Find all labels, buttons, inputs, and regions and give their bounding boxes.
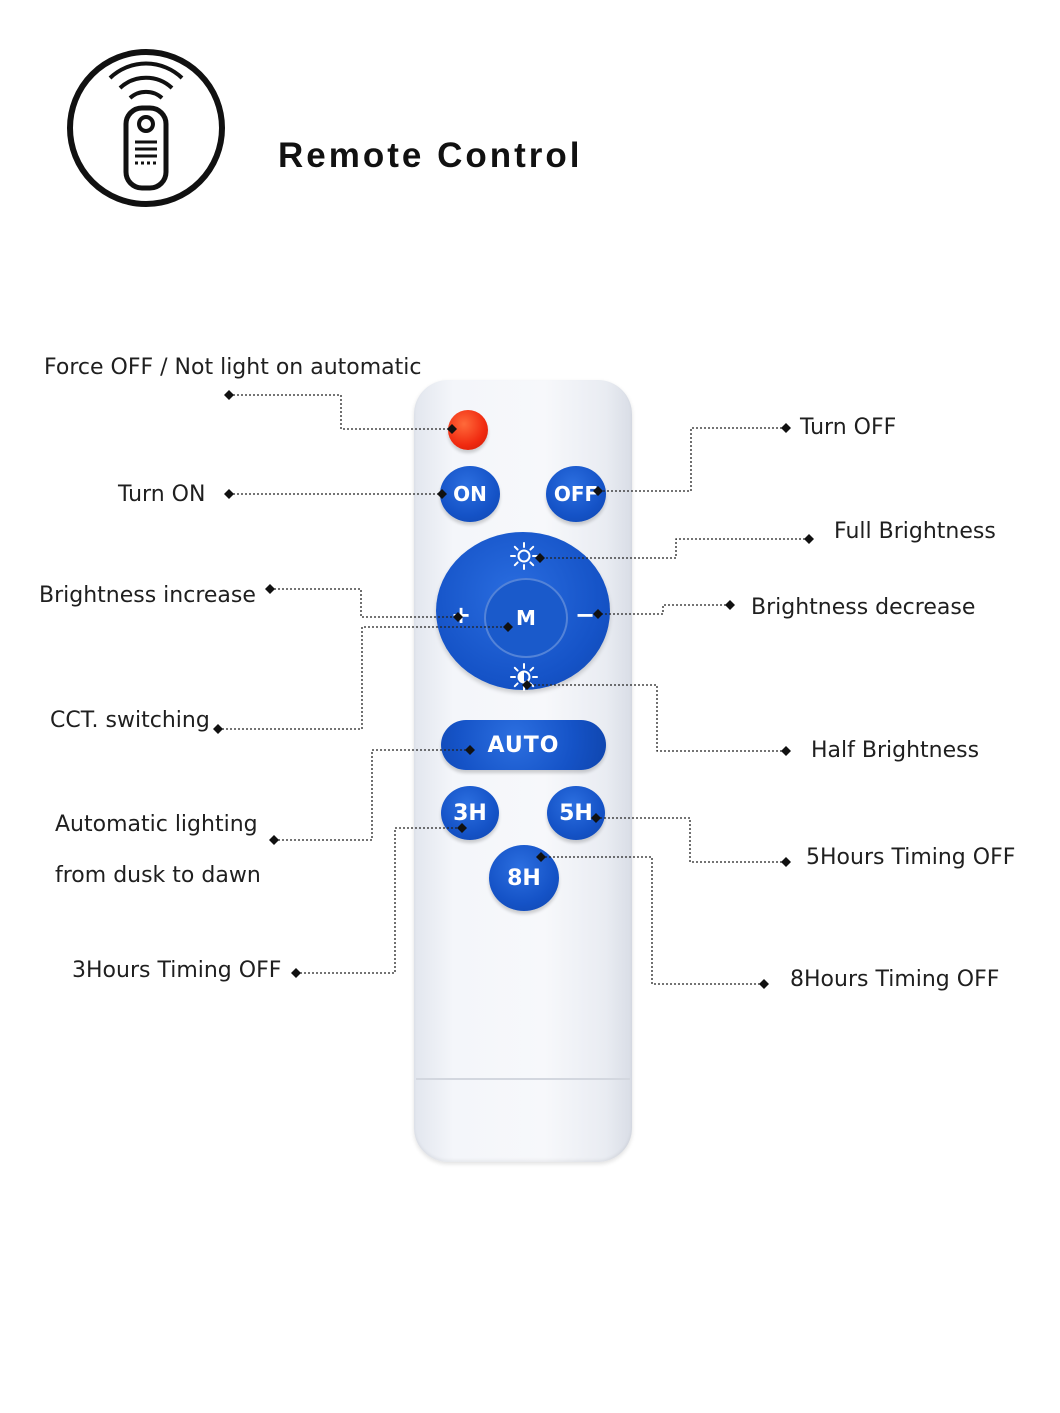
marker	[447, 424, 457, 434]
label-3h-timing: 3Hours Timing OFF	[72, 958, 282, 983]
timer-8h-button[interactable]: 8H	[489, 845, 559, 911]
minus-button[interactable]: −	[574, 601, 596, 629]
marker	[781, 423, 791, 433]
timer-3h-button[interactable]: 3H	[441, 786, 499, 840]
marker	[781, 746, 791, 756]
marker	[759, 979, 769, 989]
marker	[453, 612, 463, 622]
remote-control-icon	[67, 49, 225, 207]
leader-cct	[218, 626, 508, 730]
label-turn-on: Turn ON	[118, 482, 206, 507]
marker	[591, 813, 601, 823]
marker	[536, 852, 546, 862]
mode-button[interactable]: M	[484, 578, 568, 658]
marker	[725, 600, 735, 610]
marker	[593, 486, 603, 496]
label-auto-line2: from dusk to dawn	[55, 863, 261, 888]
leader-turn-off	[598, 427, 786, 492]
marker	[503, 622, 513, 632]
label-auto-line1: Automatic lighting	[55, 812, 258, 837]
label-brightness-increase: Brightness increase	[39, 583, 256, 608]
on-button[interactable]: ON	[440, 466, 500, 522]
label-5h-timing: 5Hours Timing OFF	[806, 845, 1016, 870]
label-brightness-decrease: Brightness decrease	[751, 595, 976, 620]
leader-8h	[541, 856, 764, 985]
marker	[437, 489, 447, 499]
label-turn-off: Turn OFF	[800, 415, 897, 440]
auto-button[interactable]: AUTO	[441, 720, 606, 770]
marker	[593, 609, 603, 619]
marker	[224, 489, 234, 499]
label-8h-timing: 8Hours Timing OFF	[790, 967, 1000, 992]
leader-brightness-decrease	[598, 604, 730, 615]
leader-full-brightness	[540, 538, 809, 559]
label-force-off: Force OFF / Not light on automatic	[44, 355, 422, 380]
leader-brightness-increase	[270, 588, 458, 618]
leader-3h	[296, 827, 462, 974]
leader-half-brightness	[527, 684, 786, 752]
marker	[213, 724, 223, 734]
label-half-brightness: Half Brightness	[811, 738, 980, 763]
leader-auto	[274, 749, 470, 841]
page-title: Remote Control	[278, 136, 583, 175]
half-sun-icon[interactable]	[509, 662, 539, 692]
marker	[804, 534, 814, 544]
leader-5h	[596, 817, 786, 863]
marker	[457, 823, 467, 833]
marker	[535, 553, 545, 563]
marker	[291, 968, 301, 978]
remote-seam	[416, 1078, 630, 1080]
leader-force-off	[229, 394, 452, 430]
marker	[465, 745, 475, 755]
marker	[781, 857, 791, 867]
off-button[interactable]: OFF	[546, 466, 606, 522]
label-cct-switching: CCT. switching	[50, 708, 210, 733]
marker	[522, 680, 532, 690]
marker	[224, 390, 234, 400]
marker	[269, 835, 279, 845]
marker	[265, 584, 275, 594]
label-full-brightness: Full Brightness	[834, 519, 996, 544]
timer-5h-button[interactable]: 5H	[547, 786, 605, 840]
sun-icon[interactable]	[509, 541, 539, 571]
